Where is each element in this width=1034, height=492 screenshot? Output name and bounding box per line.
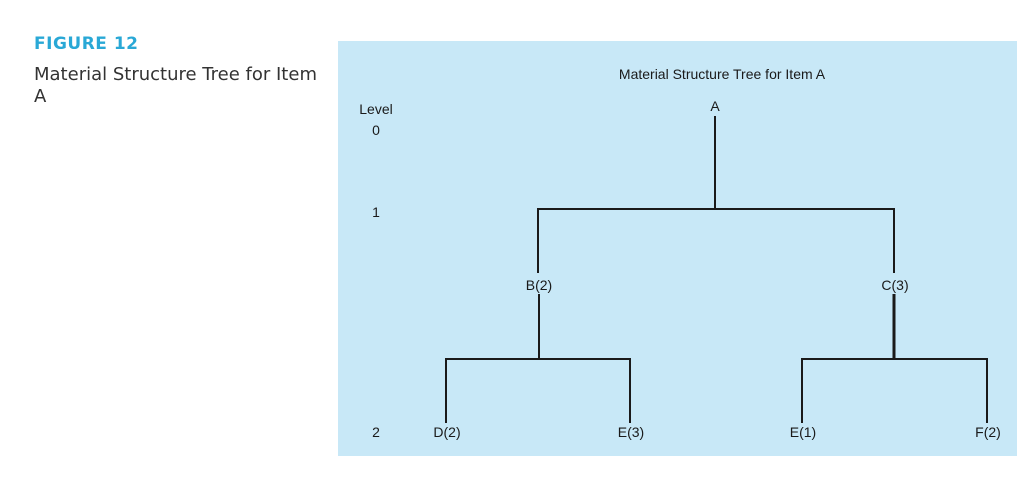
figure-label: FIGURE 12 — [34, 34, 139, 54]
node-f: F(2) — [975, 424, 1001, 440]
diagram-title: Material Structure Tree for Item A — [618, 66, 826, 82]
node-b: B(2) — [525, 277, 553, 293]
node-a: A — [710, 98, 720, 114]
node-e-right: E(1) — [789, 424, 817, 440]
figure-caption: FIGURE 12 Material Structure Tree for It… — [34, 34, 324, 108]
tree-connectors — [445, 116, 988, 423]
level-1-label: 1 — [372, 204, 380, 220]
figure-title: Material Structure Tree for Item A — [34, 64, 317, 107]
diagram-panel: Material Structure Tree for Item A Level… — [338, 41, 1017, 456]
level-2-label: 2 — [372, 424, 380, 440]
node-c: C(3) — [881, 277, 909, 293]
node-e-left: E(3) — [617, 424, 645, 440]
node-d: D(2) — [433, 424, 461, 440]
level-header: Level — [359, 101, 393, 117]
level-0-label: 0 — [372, 122, 380, 138]
